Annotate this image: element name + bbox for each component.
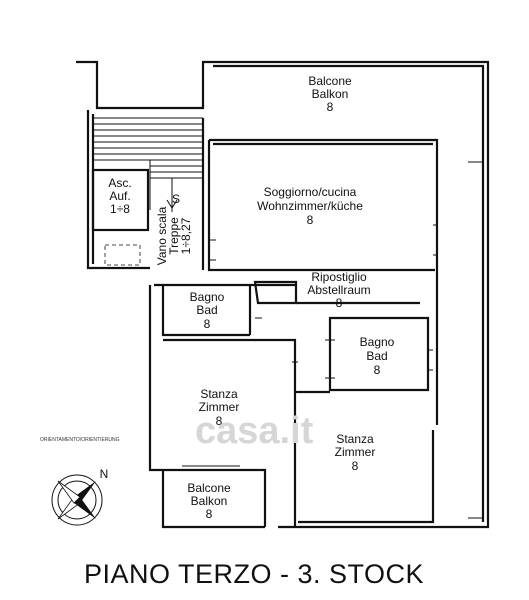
room-label: 1÷8 — [110, 202, 130, 216]
room-label: Vano scala — [155, 206, 169, 265]
room-label: 8 — [336, 296, 343, 310]
room-label: Bad — [366, 349, 387, 363]
stair-treads — [93, 117, 203, 212]
room-vano-scala: Vano scala Treppe 1÷8,27 — [155, 206, 193, 265]
room-label: Soggiorno/cucina — [264, 185, 357, 199]
elevator-shaft — [91, 168, 150, 232]
room-label: Zimmer — [199, 400, 240, 414]
room-label: Balkon — [312, 87, 349, 101]
room-ripostiglio: Ripostiglio Abstellraum 8 — [307, 270, 370, 310]
room-ascensore: Asc. Auf. 1÷8 — [108, 176, 131, 216]
room-balcone-bottom: Balcone Balkon 8 — [187, 481, 231, 521]
openings — [182, 139, 483, 519]
room-label: Zimmer — [335, 445, 376, 459]
room-balcone-top: Balcone Balkon 8 — [308, 74, 352, 114]
elevator-landing — [104, 244, 141, 266]
room-soggiorno: Soggiorno/cucina Wohnzimmer/küche 8 — [257, 185, 363, 227]
room-label: Balcone — [308, 74, 352, 88]
room-stanza-left: Stanza Zimmer 8 — [199, 387, 240, 428]
room-label: 8 — [327, 100, 334, 114]
room-label: Balkon — [191, 494, 228, 508]
room-label: 8 — [352, 459, 359, 473]
compass-icon — [51, 474, 103, 526]
room-label: Wohnzimmer/küche — [257, 199, 363, 213]
compass-label: ORIENTAMENTO/ORIENTIERUNG — [40, 437, 120, 443]
room-bagno-left: Bagno Bad 8 — [190, 290, 225, 331]
room-label: 8 — [206, 507, 213, 521]
room-label: Asc. — [108, 176, 131, 190]
stair-direction-mark: S — [172, 192, 180, 206]
room-stanza-right: Stanza Zimmer 8 — [335, 432, 376, 473]
room-label: 8 — [307, 213, 314, 227]
room-label: Stanza — [200, 387, 238, 401]
room-label: Bad — [196, 303, 217, 317]
room-label: 8 — [216, 414, 223, 428]
room-label: Balcone — [187, 481, 231, 495]
room-label: Auf. — [109, 189, 130, 203]
room-label: Bagno — [190, 290, 225, 304]
room-label: 8 — [374, 363, 381, 377]
room-label: Abstellraum — [307, 283, 370, 297]
plan-title: PIANO TERZO - 3. STOCK — [84, 559, 424, 589]
room-label: Bagno — [360, 335, 395, 349]
room-bagno-right: Bagno Bad 8 — [360, 335, 395, 377]
room-label: Treppe — [167, 217, 181, 255]
compass-north-label: N — [100, 467, 109, 481]
room-label: 8 — [204, 317, 211, 331]
room-label: 1÷8,27 — [179, 217, 193, 254]
watermark: casa.it — [195, 410, 314, 452]
room-label: Stanza — [336, 432, 374, 446]
room-label: Ripostiglio — [311, 270, 367, 284]
walls — [76, 60, 490, 529]
